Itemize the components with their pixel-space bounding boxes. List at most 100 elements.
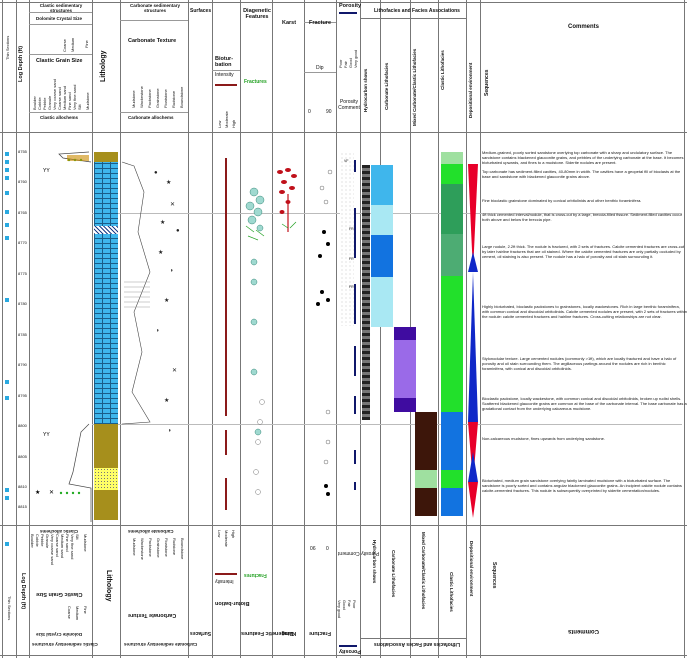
fracture-header: Fracture — [309, 20, 332, 26]
thin-section-marker[interactable] — [5, 236, 9, 240]
carb-litho-footer: Carbonate Lithofacies — [391, 550, 396, 598]
lithology-breccia — [94, 226, 118, 234]
mixed-litho-header: Mixed Carbonate/Clastic Lithofacies — [412, 48, 417, 126]
clastic-litho-header: Clastic Lithofacies — [440, 50, 445, 90]
dolo-medium-footer: Medium — [75, 606, 80, 621]
svg-text:✕: ✕ — [170, 202, 175, 208]
porosity-comment: FR — [349, 285, 354, 289]
dolomite-crystal-footer: Dolomite Crystal Size — [36, 632, 83, 637]
carb-texture-footer: Carbonate Texture — [128, 612, 177, 618]
svg-text:YY: YY — [43, 168, 50, 174]
dip-max-footer: 90 — [310, 544, 316, 550]
depth-label: 8795 — [18, 393, 27, 398]
dolo-medium: Medium — [70, 37, 75, 52]
bioturbation-bar — [225, 158, 227, 416]
porosity-comment: FR — [349, 227, 354, 231]
depo-env-footer: Depositional environment — [469, 541, 474, 597]
svg-text:★: ★ — [160, 219, 165, 226]
comment-text: Bioturbated, medium grain sandstone over… — [482, 478, 682, 493]
tex-floatstone-footer: Floatstone — [164, 538, 169, 557]
mixed-facies — [394, 327, 416, 340]
tex-mudstone-footer: Mudstone — [132, 538, 137, 556]
thin-section-marker[interactable] — [5, 176, 9, 180]
clastic-allochems-header: Clastic allochems — [40, 115, 79, 120]
litho-facies-header: Lithofacies and Facies Associations — [374, 8, 460, 14]
depo-env — [441, 326, 463, 412]
depth-label: 8760 — [18, 179, 27, 184]
tex-packstone: Packstone — [147, 89, 152, 108]
mixed-litho-footer: Mixed Carbonate/Clastic Lithofacies — [421, 532, 426, 610]
carb-facies — [371, 235, 393, 277]
clastic-sed-footer: Clastic sedimentary structures — [32, 642, 98, 647]
depth-label: 8805 — [18, 454, 27, 459]
carb-litho-header: Carbonate Lithofacies — [384, 62, 389, 110]
hydrocarbon-footer: Hydrocarbon shows — [372, 540, 377, 584]
tex-mudstone: Mudstone — [131, 90, 136, 108]
intensity-label: Intensity — [215, 72, 234, 78]
porosity-bar — [354, 346, 356, 376]
porosity-fill — [340, 152, 354, 326]
grain-vfs-footer: Very fine sand — [70, 534, 75, 560]
tex-rudstone-footer: Rudstone — [172, 538, 177, 556]
mixed-facies — [394, 398, 416, 412]
bio-moderate-footer: Moderate — [224, 530, 229, 547]
tex-wackestone-footer: Wackestone — [140, 538, 145, 560]
svg-text:★: ★ — [164, 397, 169, 404]
thin-section-marker[interactable] — [5, 496, 9, 500]
tex-floatstone: Floatstone — [163, 89, 168, 108]
bio-moderate: Moderate — [224, 111, 229, 128]
thin-section-marker[interactable] — [5, 542, 9, 546]
bioturbation-header: Biotur-bation — [215, 56, 234, 68]
porosity-bar — [354, 160, 356, 172]
comments-header: Comments — [568, 24, 600, 30]
comment-text: 4ft thick cemented interval/nodule, that… — [482, 212, 683, 222]
comment-text: Fine bioclastic grainstone dominated by … — [482, 198, 642, 203]
thin-section-marker[interactable] — [5, 298, 9, 302]
karst-footer: Karst — [282, 630, 297, 636]
clastic-facies — [415, 412, 437, 470]
depo-env — [441, 412, 463, 470]
sequence-triangles — [468, 164, 478, 518]
por-vgood: Very good — [353, 49, 358, 68]
bioturbation-bar — [225, 478, 227, 510]
tex-boundstone-footer: Boundstone — [180, 538, 185, 560]
grain-ms-footer: Medium sand — [60, 534, 65, 559]
karst-header: Karst — [282, 20, 297, 26]
thin-section-marker[interactable] — [5, 168, 9, 172]
thin-section-marker[interactable] — [5, 152, 9, 156]
carb-sed-header: Carbonate sedimentary structures — [129, 3, 181, 13]
thin-section-marker[interactable] — [5, 160, 9, 164]
thin-section-marker[interactable] — [5, 396, 9, 400]
comment-text: Stylonodular texture. Large cemented nod… — [482, 356, 677, 371]
mixed-facies — [394, 340, 416, 398]
porosity-bar — [339, 12, 357, 14]
thin-section-marker[interactable] — [5, 380, 9, 384]
grain-silt-footer: Silt — [75, 534, 80, 540]
fractures-footer: Fractures — [244, 572, 267, 578]
porosity-comment-label: Porosity Comment — [338, 99, 360, 111]
grain-mud-footer: Mudstone — [83, 534, 88, 552]
porosity-bar — [354, 284, 356, 324]
comments-footer: Comments — [568, 628, 600, 634]
thin-section-marker[interactable] — [5, 488, 9, 492]
depth-label: 8770 — [18, 240, 27, 245]
comment-text: Top carbonate has sediment-filled caviti… — [482, 169, 681, 179]
lithology-footer: Lithology — [105, 570, 112, 602]
log-depth-footer: Log Depth (ft) — [20, 573, 26, 610]
svg-text:YY: YY — [43, 432, 50, 438]
tex-grainstone: Grainstone — [155, 88, 160, 108]
porosity-bar-footer — [339, 645, 357, 647]
thin-section-marker[interactable] — [5, 191, 9, 195]
depth-label: 8780 — [18, 301, 27, 306]
surfaces-footer: Surfaces — [190, 630, 212, 636]
thin-sections-footer: Thin Sections — [7, 596, 12, 621]
depth-label: 8815 — [18, 504, 27, 509]
surfaces-header: Surfaces — [190, 8, 212, 14]
thin-section-marker[interactable] — [5, 210, 9, 214]
bio-high-footer: High — [231, 530, 236, 539]
svg-text:◗: ◗ — [168, 428, 172, 434]
fractures-label: Fractures — [244, 79, 267, 85]
fracture-footer: Fracture — [309, 630, 332, 636]
carb-facies — [371, 165, 393, 205]
thin-section-marker[interactable] — [5, 223, 9, 227]
